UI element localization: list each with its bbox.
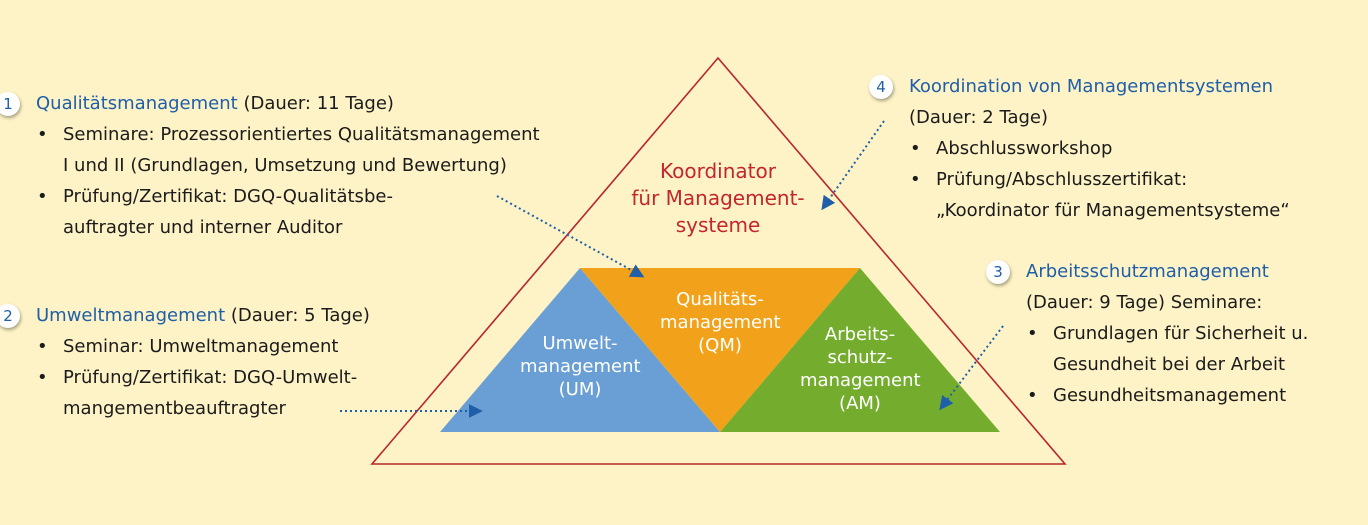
number-badge-4: 4 <box>869 75 893 99</box>
am-bullet: Gesundheitsmanagement <box>1026 380 1308 411</box>
qualitaet-triangle <box>580 268 860 432</box>
am-title: Arbeitsschutzmanagement <box>1026 261 1269 282</box>
number-badge-3: 3 <box>986 260 1010 284</box>
qm-bullet-list: Seminare: Prozessorientiertes Qualitätsm… <box>36 119 540 243</box>
am-bullet-list: Grundlagen für Sicherheit u. Gesundheit … <box>1026 318 1308 411</box>
koord-block: Koordination von Managementsystemen (Dau… <box>909 71 1290 226</box>
koord-title: Koordination von Managementsystemen <box>909 76 1274 97</box>
koord-bullet-list: Abschlussworkshop Prüfung/Abschlusszerti… <box>909 133 1290 226</box>
koord-bullet: Abschlussworkshop <box>909 133 1290 164</box>
am-bullet-line: Gesundheit bei der Arbeit <box>1053 354 1286 375</box>
umwelt-triangle <box>440 268 720 432</box>
qm-title: Qualitätsmanagement <box>36 93 238 114</box>
qualitaet-label-line: (QM) <box>698 335 742 356</box>
qm-bullet-line: Prüfung/Zertifikat: DGQ-Qualitätsbe- <box>63 186 393 207</box>
um-bullet: Prüfung/Zertifikat: DGQ-Umwelt- mangemen… <box>36 362 370 424</box>
am-bullet-line: Gesundheitsmanagement <box>1053 385 1287 406</box>
um-duration: (Dauer: 5 Tage) <box>230 305 370 326</box>
um-title: Umweltmanagement <box>36 305 226 326</box>
koord-bullet-line: „Koordinator für Managementsysteme“ <box>936 200 1290 221</box>
apex-line: für Management- <box>631 186 805 210</box>
um-bullet: Seminar: Umweltmanagement <box>36 331 370 362</box>
koord-bullet-line: Prüfung/Abschlusszertifikat: <box>936 169 1188 190</box>
arbeitsschutz-triangle <box>720 268 1000 432</box>
outer-triangle <box>370 56 1067 465</box>
qm-bullet: Seminare: Prozessorientiertes Qualitätsm… <box>36 119 540 181</box>
qm-bullet-line: Seminare: Prozessorientiertes Qualitätsm… <box>63 124 540 145</box>
koord-bullet-line: Abschlussworkshop <box>936 138 1113 159</box>
umwelt-label: Umwelt- management (UM) <box>520 332 641 401</box>
am-block: Arbeitsschutzmanagement (Dauer: 9 Tage) … <box>1026 256 1308 411</box>
qm-bullet: Prüfung/Zertifikat: DGQ-Qualitätsbe- auf… <box>36 181 540 243</box>
number-badge-2: 2 <box>0 304 20 328</box>
um-bullet-line: Prüfung/Zertifikat: DGQ-Umwelt- <box>63 367 358 388</box>
umwelt-label-line: Umwelt- <box>542 333 618 354</box>
umwelt-label-line: management <box>520 356 641 377</box>
arrow-am <box>939 325 1004 411</box>
um-bullet-line: Seminar: Umweltmanagement <box>63 336 339 357</box>
arbeitsschutz-label: Arbeits- schutz- management (AM) <box>800 323 921 415</box>
qm-bullet-line: I und II (Grundlagen, Umsetzung und Bewe… <box>63 155 507 176</box>
um-bullet-list: Seminar: Umweltmanagement Prüfung/Zertif… <box>36 331 370 424</box>
arbeitsschutz-label-line: Arbeits- <box>824 324 896 345</box>
um-bullet-line: mangementbeauftragter <box>63 398 286 419</box>
qm-bullet-line: auftragter und interner Auditor <box>63 217 343 238</box>
um-heading: Umweltmanagement (Dauer: 5 Tage) <box>36 300 370 331</box>
koord-heading: Koordination von Managementsystemen <box>909 71 1290 102</box>
koord-bullet: Prüfung/Abschlusszertifikat: „Koordinato… <box>909 164 1290 226</box>
arbeitsschutz-label-line: (AM) <box>839 393 881 414</box>
am-bullet: Grundlagen für Sicherheit u. Gesundheit … <box>1026 318 1308 380</box>
koord-intro: (Dauer: 2 Tage) <box>909 107 1049 128</box>
qualitaet-label-line: Qualitäts- <box>676 289 764 310</box>
arbeitsschutz-label-line: management <box>800 370 921 391</box>
number-badge-1: 1 <box>0 92 20 116</box>
arrow-koord <box>821 120 885 211</box>
qm-block: Qualitätsmanagement (Dauer: 11 Tage) Sem… <box>36 88 540 243</box>
qualitaet-label-line: management <box>660 312 781 333</box>
qm-heading: Qualitätsmanagement (Dauer: 11 Tage) <box>36 88 540 119</box>
apex-line: systeme <box>675 213 761 237</box>
qm-duration: (Dauer: 11 Tage) <box>243 93 394 114</box>
umwelt-label-line: (UM) <box>558 379 602 400</box>
am-intro: (Dauer: 9 Tage) Seminare: <box>1026 292 1263 313</box>
apex-label: Koordinator für Management- systeme <box>618 158 818 239</box>
am-bullet-line: Grundlagen für Sicherheit u. <box>1053 323 1309 344</box>
am-heading: Arbeitsschutzmanagement <box>1026 256 1308 287</box>
um-block: Umweltmanagement (Dauer: 5 Tage) Seminar… <box>36 300 370 424</box>
apex-line: Koordinator <box>660 159 776 183</box>
qualitaet-label: Qualitäts- management (QM) <box>660 288 781 357</box>
arbeitsschutz-label-line: schutz- <box>827 347 893 368</box>
